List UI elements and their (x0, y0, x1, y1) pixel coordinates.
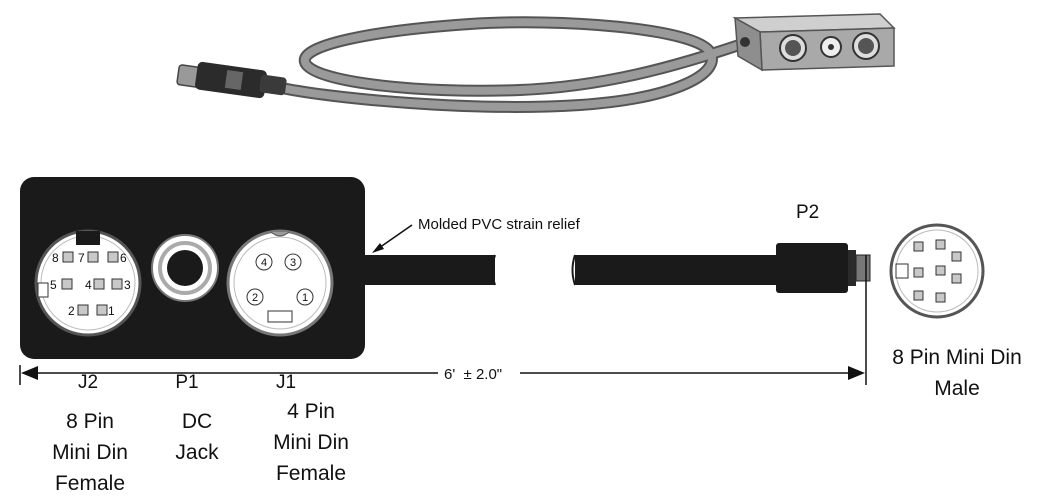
male-connector (889, 223, 985, 319)
j2-pin-label: 3 (124, 278, 131, 292)
j2-pin-label: 7 (78, 251, 85, 265)
strain-relief-label: Molded PVC strain relief (418, 216, 581, 233)
p2-label: P2 (796, 202, 819, 223)
p2-plug (776, 243, 871, 293)
dimension-arrow-left (21, 366, 38, 380)
j2-pin-label: 4 (85, 278, 92, 292)
j2-code-label: J2 (77, 372, 99, 393)
j1-description: 4 Pin Mini Din Female (273, 400, 349, 485)
j2-pin-label: 5 (50, 278, 57, 292)
strain-relief-arrowhead (372, 243, 384, 253)
cable-illustration (176, 13, 896, 113)
j1-pin-label: 4 (261, 257, 267, 269)
illustration-male-plug (176, 61, 287, 99)
length-dimension: 6' ± 2.0" (19, 255, 867, 385)
dimension-arrow-right (848, 366, 865, 380)
p1-code-label: P1 (175, 372, 199, 393)
j1-code-label: J1 (275, 372, 297, 393)
j2-pin-label: 1 (108, 304, 115, 318)
j2-pin-label: 6 (120, 251, 127, 265)
j2-description: 8 Pin Mini Din Female (52, 410, 128, 495)
illustration-junction-box (732, 13, 896, 72)
j2-connector: 8 7 6 5 4 3 2 1 (34, 229, 142, 337)
j2-pin-label: 2 (68, 304, 75, 318)
j1-pin-label: 3 (290, 257, 296, 269)
male-description: 8 Pin Mini Din Male (892, 346, 1022, 400)
j2-pin-label: 8 (52, 251, 59, 265)
strain-relief-leader (375, 224, 413, 251)
j1-connector: 4 3 2 1 (226, 229, 334, 337)
cable (365, 254, 780, 286)
p1-description: DC Jack (175, 410, 219, 464)
p1-dc-jack (151, 234, 219, 302)
length-label: 6' ± 2.0" (444, 366, 502, 383)
j1-pin-label: 1 (302, 292, 308, 304)
j1-pin-label: 2 (252, 292, 258, 304)
